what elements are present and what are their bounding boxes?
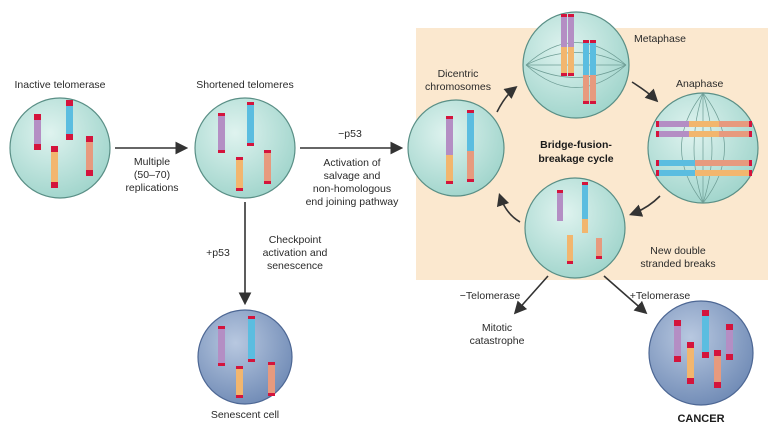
chromosome	[86, 136, 93, 176]
label-senescent-cell: Senescent cell	[211, 409, 279, 421]
label-dicentric-1: Dicentric	[438, 68, 479, 80]
cell-anaphase	[647, 92, 759, 204]
chromosome	[247, 102, 254, 146]
chromosome	[248, 316, 255, 362]
cell-senescent	[197, 309, 293, 405]
label-multiple-count: (50–70)	[134, 169, 170, 181]
cell-new-breaks	[524, 177, 626, 279]
label-minus-telomerase: −Telomerase	[460, 290, 521, 302]
label-activation-2: salvage and	[324, 170, 381, 182]
chromosome	[34, 114, 41, 150]
chromosome	[557, 190, 563, 221]
label-cancer: CANCER	[677, 413, 724, 425]
chromosome	[656, 170, 752, 176]
chromosome	[656, 160, 752, 166]
flow-arrows	[115, 81, 661, 315]
chromosome	[218, 326, 225, 366]
chromosome	[583, 40, 596, 104]
chromosome	[218, 113, 225, 153]
chromosome	[726, 324, 733, 360]
chromosome	[687, 342, 694, 384]
cell-cancer	[648, 300, 754, 406]
label-inactive-telomerase: Inactive telomerase	[14, 79, 105, 91]
label-shortened-telomeres: Shortened telomeres	[196, 79, 293, 91]
label-checkpoint-1: Checkpoint	[269, 234, 322, 246]
label-mitotic-1: Mitotic	[482, 322, 512, 334]
chromosome	[656, 131, 752, 137]
label-new-double-2: stranded breaks	[640, 258, 715, 270]
chromosome	[268, 362, 275, 396]
label-dicentric-2: chromosomes	[425, 81, 491, 93]
chromosome	[467, 110, 474, 182]
arrow-down-icon	[603, 275, 648, 315]
chromosome	[596, 238, 602, 259]
chromosome	[236, 366, 243, 398]
cycle-arrow-icon	[629, 195, 661, 217]
label-activation-3: non-homologous	[313, 183, 391, 195]
label-replications: replications	[125, 182, 178, 194]
cycle-arrow-icon	[496, 192, 521, 223]
label-activation-1: Activation of	[323, 157, 380, 169]
label-minus-p53: −p53	[338, 128, 362, 140]
cell-inactive-telomerase	[9, 97, 111, 199]
chromosome	[656, 121, 752, 127]
chromosome	[264, 150, 271, 184]
label-plus-p53: +p53	[206, 247, 230, 259]
chromosome	[714, 350, 721, 388]
label-new-double-1: New double	[650, 245, 706, 257]
chromosome	[66, 100, 73, 140]
label-plus-telomerase: +Telomerase	[630, 290, 691, 302]
label-checkpoint-2: activation and	[263, 247, 328, 259]
chromosome	[561, 14, 574, 76]
cell-dicentric	[407, 99, 505, 197]
cell-shortened-telomeres	[194, 97, 296, 199]
cell-metaphase	[522, 11, 630, 119]
label-anaphase: Anaphase	[676, 78, 723, 90]
chromosome	[236, 157, 243, 191]
chromosome	[702, 310, 709, 358]
chromosome	[674, 320, 681, 362]
cycle-arrow-icon	[496, 86, 518, 113]
label-activation-4: end joining pathway	[306, 196, 400, 208]
label-mitotic-2: catastrophe	[470, 335, 525, 347]
label-checkpoint-3: senescence	[267, 260, 323, 272]
label-bfb-1: Bridge-fusion-	[540, 139, 612, 151]
arrow-down-icon	[513, 275, 549, 315]
label-metaphase: Metaphase	[634, 33, 686, 45]
cycle-arrow-icon	[631, 81, 659, 103]
label-bfb-2: breakage cycle	[538, 153, 613, 165]
chromosome	[567, 235, 573, 264]
chromosome	[446, 116, 453, 184]
chromosome	[582, 182, 588, 233]
label-multiple: Multiple	[134, 156, 170, 168]
chromosome	[51, 146, 58, 188]
